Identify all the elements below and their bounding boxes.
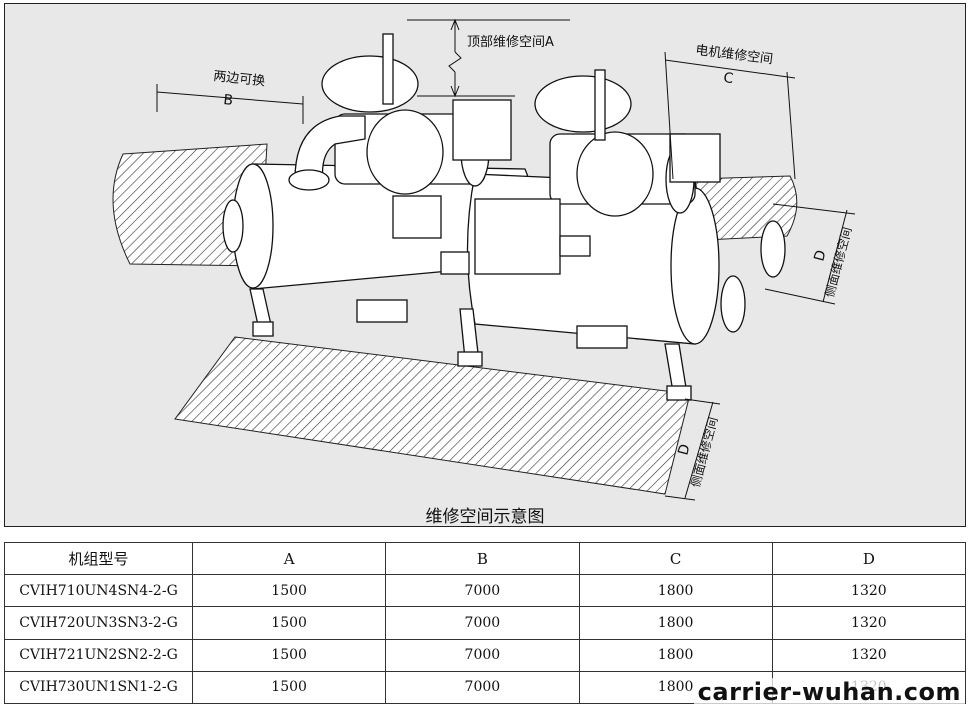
cell-model: CVIH721UN2SN2-2-G — [4, 638, 193, 672]
label-dim-c: C — [723, 70, 735, 87]
table-row: CVIH720UN3SN3-2-G 1500 7000 1800 1320 — [4, 606, 967, 640]
chiller-unit — [222, 33, 786, 401]
dimension-lines — [156, 18, 856, 501]
side-service-zone-front — [174, 336, 691, 495]
diagram-caption: 维修空间示意图 — [425, 507, 545, 527]
cell-c: 1800 — [578, 573, 773, 608]
cell-b: 7000 — [385, 573, 580, 608]
cell-a: 1500 — [191, 638, 387, 672]
header-a: A — [191, 542, 387, 575]
cell-c: 1800 — [578, 606, 773, 640]
cell-d: 1320 — [771, 573, 967, 608]
label-side-service-front: 侧面维修空间 — [687, 415, 720, 488]
cell-c: 1800 — [578, 638, 773, 672]
cell-b: 7000 — [385, 670, 580, 705]
diagram-panel: 顶部维修空间A 两边可换 B 电机维修空间 C D 侧面维修空间 D 侧面维修空… — [4, 3, 966, 527]
spec-table: 机组型号 A B C D CVIH710UN4SN4-2-G 1500 7000… — [4, 542, 967, 705]
header-model: 机组型号 — [4, 542, 193, 575]
table-row: CVIH710UN4SN4-2-G 1500 7000 1800 1320 — [4, 573, 967, 608]
label-motor-service: 电机维修空间 — [695, 43, 774, 67]
cell-a: 1500 — [191, 573, 387, 608]
header-b: B — [385, 542, 580, 575]
label-dim-d-front: D — [675, 442, 693, 457]
label-dim-d-right: D — [811, 248, 829, 263]
cell-d: 1320 — [771, 606, 967, 640]
cell-model: CVIH730UN1SN1-2-G — [4, 670, 193, 705]
label-dim-b: B — [223, 92, 234, 109]
cell-model: CVIH710UN4SN4-2-G — [4, 573, 193, 608]
cell-a: 1500 — [191, 670, 387, 705]
label-top-service: 顶部维修空间A — [467, 35, 554, 50]
header-d: D — [771, 542, 967, 575]
cell-d: 1320 — [771, 638, 967, 672]
cell-a: 1500 — [191, 606, 387, 640]
cell-b: 7000 — [385, 606, 580, 640]
service-space-diagram: 顶部维修空间A 两边可换 B 电机维修空间 C D 侧面维修空间 D 侧面维修空… — [112, 18, 856, 501]
cell-b: 7000 — [385, 638, 580, 672]
label-both-sides: 两边可换 — [213, 69, 266, 89]
cell-model: CVIH720UN3SN3-2-G — [4, 606, 193, 640]
header-c: C — [578, 542, 773, 575]
table-row: CVIH721UN2SN2-2-G 1500 7000 1800 1320 — [4, 638, 967, 672]
table-header-row: 机组型号 A B C D — [4, 542, 967, 575]
watermark: carrier-wuhan.com — [693, 678, 965, 706]
